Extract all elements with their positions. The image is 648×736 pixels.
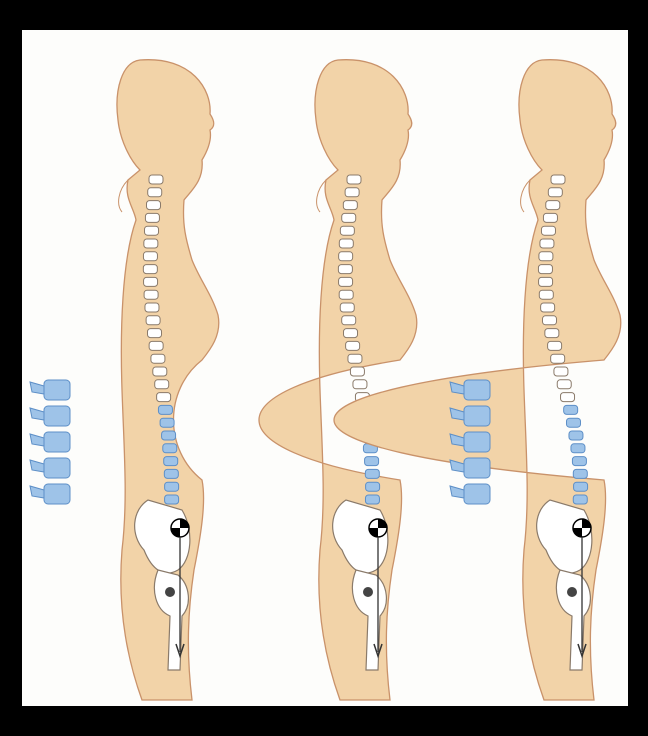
vertebra xyxy=(339,252,353,261)
hip-joint xyxy=(363,587,373,597)
vertebra xyxy=(365,495,379,504)
inset-process xyxy=(30,382,44,394)
vertebra xyxy=(551,175,565,184)
figure-1 xyxy=(30,60,219,700)
vertebra xyxy=(149,341,163,350)
vertebra xyxy=(566,418,580,427)
vertebra xyxy=(153,367,167,376)
vertebra xyxy=(149,175,163,184)
vertebra xyxy=(338,265,352,274)
vertebra xyxy=(539,290,553,299)
vertebra xyxy=(144,290,158,299)
vertebra xyxy=(539,252,553,261)
vertebra xyxy=(144,277,158,286)
inset-process xyxy=(450,486,464,498)
hip-joint xyxy=(567,587,577,597)
vertebra xyxy=(554,367,568,376)
vertebra xyxy=(365,457,379,466)
inset-vertebra xyxy=(44,406,70,426)
vertebra xyxy=(339,239,353,248)
vertebra xyxy=(541,226,555,235)
vertebra xyxy=(571,444,585,453)
vertebra xyxy=(542,316,556,325)
vertebra xyxy=(551,354,565,363)
vertebra xyxy=(164,469,178,478)
vertebra xyxy=(346,341,360,350)
vertebra xyxy=(145,213,159,222)
vertebra xyxy=(347,175,361,184)
vertebra xyxy=(573,469,587,478)
figure-2 xyxy=(259,60,417,700)
inset-vertebra xyxy=(464,484,490,504)
inset-vertebra xyxy=(44,432,70,452)
vertebra xyxy=(569,431,583,440)
vertebra xyxy=(366,482,380,491)
vertebra xyxy=(365,469,379,478)
vertebra xyxy=(350,367,364,376)
vertebra xyxy=(574,482,588,491)
vertebra xyxy=(572,457,586,466)
hip-joint xyxy=(165,587,175,597)
vertebra xyxy=(144,239,158,248)
inset-vertebra xyxy=(464,406,490,426)
vertebra xyxy=(143,265,157,274)
inset-process xyxy=(30,486,44,498)
vertebra xyxy=(151,354,165,363)
vertebra xyxy=(145,226,159,235)
inset-vertebra xyxy=(464,432,490,452)
vertebra xyxy=(164,457,178,466)
vertebra xyxy=(573,495,587,504)
vertebra xyxy=(147,201,161,210)
vertebra xyxy=(548,341,562,350)
vertebra xyxy=(342,213,356,222)
inset-vertebra xyxy=(44,458,70,478)
vertebra xyxy=(162,431,176,440)
vertebra xyxy=(339,290,353,299)
inset-vertebra xyxy=(44,380,70,400)
posture-illustration xyxy=(22,30,628,706)
inset-vertebra xyxy=(464,458,490,478)
vertebra xyxy=(165,482,179,491)
vertebra xyxy=(348,354,362,363)
vertebra xyxy=(160,418,174,427)
vertebra xyxy=(143,252,157,261)
vertebra xyxy=(165,495,179,504)
vertebra xyxy=(344,329,358,338)
vertebra xyxy=(345,188,359,197)
vertebra xyxy=(561,393,575,402)
vertebra xyxy=(157,393,171,402)
vertebra xyxy=(163,444,177,453)
inset-process xyxy=(30,434,44,446)
vertebra xyxy=(540,239,554,248)
vertebra xyxy=(543,213,557,222)
vertebra xyxy=(557,380,571,389)
vertebra xyxy=(339,277,353,286)
vertebra xyxy=(148,188,162,197)
vertebra xyxy=(155,380,169,389)
vertebra xyxy=(340,226,354,235)
vertebra xyxy=(340,303,354,312)
vertebra xyxy=(564,405,578,414)
vertebra xyxy=(158,405,172,414)
inset-process xyxy=(30,408,44,420)
vertebra xyxy=(546,201,560,210)
vertebra xyxy=(545,329,559,338)
vertebra xyxy=(539,277,553,286)
vertebra xyxy=(342,316,356,325)
inset-vertebra xyxy=(44,484,70,504)
vertebra xyxy=(548,188,562,197)
vertebra xyxy=(343,201,357,210)
inset-process xyxy=(30,460,44,472)
vertebra xyxy=(146,316,160,325)
figure-1-lumbar-inset xyxy=(30,380,70,504)
vertebra xyxy=(353,380,367,389)
vertebra xyxy=(541,303,555,312)
body-silhouette xyxy=(259,60,417,700)
vertebra xyxy=(148,329,162,338)
vertebra xyxy=(145,303,159,312)
illustration-canvas xyxy=(22,30,628,706)
inset-vertebra xyxy=(464,380,490,400)
vertebra xyxy=(538,265,552,274)
